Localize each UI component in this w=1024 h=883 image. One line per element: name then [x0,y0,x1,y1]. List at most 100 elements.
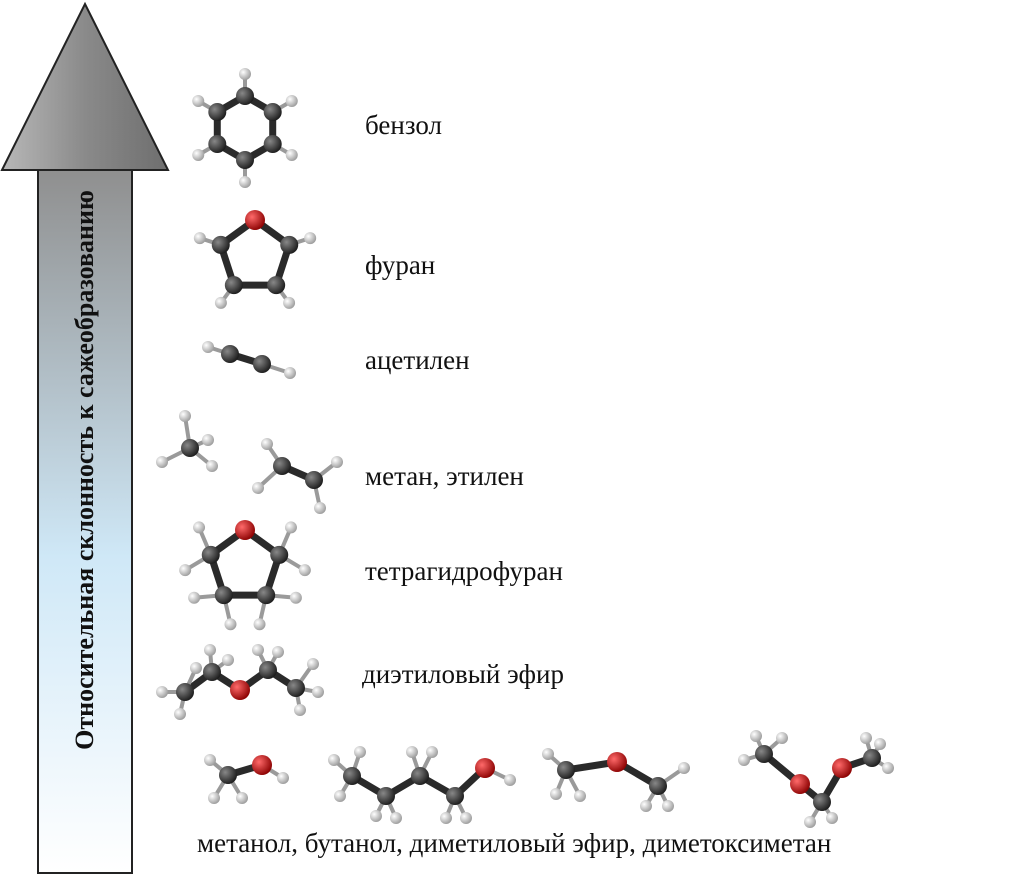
hydrogen-atom [284,521,297,534]
carbon-atom [221,345,239,363]
carbon-atom [214,586,233,605]
label-thf: тетрагидрофуран [365,556,563,586]
hydrogen-atom [307,658,319,670]
hydrogen-atom [804,816,816,828]
hydrogen-atom [550,788,562,800]
carbon-atom [219,766,237,784]
hydrogen-atom [776,732,788,744]
hydrogen-atom [252,644,264,656]
carbon-atom [203,663,221,681]
label-acetylene: ацетилен [365,345,470,375]
carbon-atom [863,749,881,767]
hydrogen-atom [193,232,206,245]
hydrogen-atom [874,738,886,750]
hydrogen-atom [239,176,251,188]
tetrahydrofuran-molecule [179,520,311,631]
label-furan: фуран [365,250,436,280]
hydrogen-atom [253,618,266,631]
hydrogen-atom [188,591,201,604]
benzene-molecule [192,68,298,188]
hydrogen-atom [190,662,202,674]
hydrogen-atom [440,812,452,824]
oxygen-atom [790,774,810,794]
hydrogen-atom [285,95,298,107]
oxygen-atom [230,680,250,700]
hydrogen-atom [156,456,168,468]
hydrogen-atom [214,296,227,309]
hydrogen-atom [174,708,186,720]
hydrogen-atom [328,754,340,766]
hydrogen-atom [294,704,306,716]
carbon-atom [259,661,277,679]
hydrogen-atom [261,438,273,450]
hydrogen-atom [406,746,418,758]
carbon-atom [208,103,227,121]
oxygen-atom [252,755,272,775]
hydrogen-atom [239,68,251,80]
diethyl-ether-molecule [156,644,324,720]
carbon-atom [236,87,254,105]
carbon-atom [263,135,282,153]
hydrogen-atom [738,754,750,766]
oxygen-atom [832,758,852,778]
methanol-molecule [204,754,289,804]
butanol-molecule [328,746,516,824]
carbon-atom [270,545,289,564]
hydrogen-atom [331,456,343,468]
arrow-shaft [37,169,133,874]
oxygen-atom [245,210,265,230]
carbon-atom [305,471,323,489]
hydrogen-atom [193,521,206,534]
hydrogen-atom [277,772,289,784]
dimethyl-ether-molecule [542,748,690,812]
hydrogen-atom [426,746,438,758]
hydrogen-atom [370,810,382,822]
carbon-atom [273,457,291,475]
carbon-atom [236,151,254,169]
hydrogen-atom [678,762,690,774]
hydrogen-atom [179,564,192,577]
ethylene-molecule [252,438,343,514]
hydrogen-atom [312,686,324,698]
carbon-atom [813,793,831,811]
carbon-atom [224,276,243,295]
carbon-atom [755,745,773,763]
acetylene-molecule [202,341,296,379]
axis-label: Относительная склонность к сажеобразован… [70,190,99,750]
carbon-atom [557,761,575,779]
hydrogen-atom [236,792,248,804]
hydrogen-atom [252,482,264,494]
hydrogen-atom [272,646,284,658]
furan-molecule [193,210,317,309]
carbon-atom [263,103,282,121]
carbon-atom [649,777,667,795]
hydrogen-atom [314,502,326,514]
hydrogen-atom [202,434,214,446]
hydrogen-atom [826,812,838,824]
label-bottom-row: метанол, бутанол, диметиловый эфир, диме… [197,828,832,858]
carbon-atom [377,787,395,805]
hydrogen-atom [298,564,311,577]
hydrogen-atom [179,410,191,422]
hydrogen-atom [750,730,762,742]
label-benzene: бензол [365,110,442,140]
arrow-head [0,1,170,171]
dimethoxymethane-molecule [738,730,894,828]
carbon-atom [176,683,194,701]
hydrogen-atom [206,460,218,472]
tendency-arrow [0,1,170,874]
hydrogen-atom [283,296,296,309]
hydrogen-atom [304,232,317,245]
hydrogen-atom [334,790,346,802]
carbon-atom [211,235,230,254]
carbon-atom [287,679,305,697]
carbon-atom [411,767,429,785]
hydrogen-atom [285,149,298,161]
hydrogen-atom [390,812,402,824]
oxygen-atom [235,520,255,540]
carbon-atom [446,787,464,805]
carbon-atom [280,235,299,254]
hydrogen-atom [882,762,894,774]
hydrogen-atom [222,654,234,666]
